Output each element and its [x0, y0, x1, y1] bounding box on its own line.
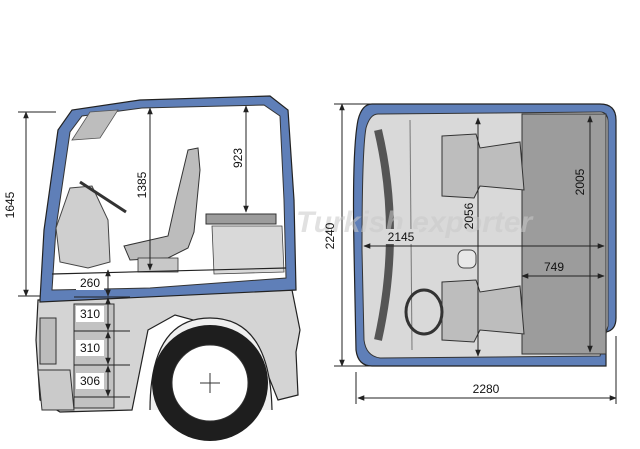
- bunk: [205, 213, 277, 225]
- label-bg-step-1: [76, 306, 104, 322]
- top-dimensions: [334, 103, 617, 404]
- dim-bunk-length: 2005: [573, 168, 587, 195]
- top-view: Turkish exporter 2240 2280 2145 2005 205…: [296, 103, 617, 404]
- label-bg-step-3: [76, 373, 104, 389]
- dashboard: [55, 185, 111, 269]
- dim-seat-to-roof: 1385: [135, 171, 149, 198]
- top-bunk: [521, 113, 607, 355]
- bunk-cabinet: [211, 225, 285, 275]
- bumper: [37, 369, 75, 411]
- label-bg-floor-step: [76, 274, 104, 290]
- dim-overall-length: 2240: [323, 222, 337, 249]
- top-console: [457, 249, 477, 269]
- windshield-panel: [71, 109, 119, 141]
- dim-floor-step: 260: [80, 276, 100, 290]
- label-bg-bunk-width: [538, 259, 570, 274]
- dim-step-1: 310: [80, 307, 100, 321]
- dim-interior-length: 2145: [388, 230, 415, 244]
- dim-interior-width: 2056: [462, 202, 476, 229]
- top-steering-wheel: [404, 288, 444, 336]
- dim-width: 2280: [473, 382, 500, 396]
- side-view: 1645 1385 923 260 310 310 306: [3, 95, 301, 441]
- steering-column: [79, 180, 127, 214]
- dim-bunk-width: 749: [544, 260, 564, 274]
- side-dimensions: [18, 105, 249, 398]
- headlight: [39, 317, 57, 365]
- label-bg-step-2: [76, 340, 104, 356]
- dim-step-3: 306: [80, 374, 100, 388]
- label-bg-interior-length: [383, 229, 419, 244]
- dim-headroom: 923: [231, 148, 245, 168]
- dim-step-2: 310: [80, 341, 100, 355]
- cab-floor: [51, 267, 287, 275]
- dim-cab-height: 1645: [3, 191, 17, 218]
- seat-base: [137, 257, 179, 273]
